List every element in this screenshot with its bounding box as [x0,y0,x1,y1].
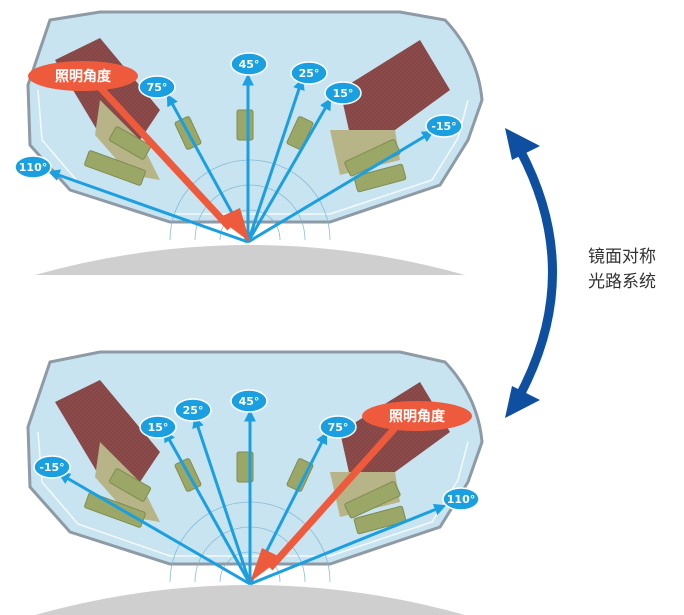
angle-badge-label: 45° [239,395,260,408]
side-label-line1: 镜面对称 [588,247,656,267]
angle-grid [169,159,331,241]
mirror-symmetry-arrow [505,128,557,418]
sample-surface [35,585,465,615]
angle-badge: 45° [230,52,268,76]
angle-badge: 25° [174,398,212,422]
sample-surface [35,245,465,275]
bottom-illum-label: 照明角度 [362,401,472,431]
angle-badge: -15° [33,455,71,479]
beam-line [192,415,252,585]
angle-badge-label: -15° [431,120,456,133]
angle-badge-label: 45° [239,58,260,71]
angle-badge-label: 110° [447,493,475,506]
angle-badge-label: 25° [183,404,204,417]
angle-badge-label: 110° [19,161,47,174]
arrow-head-down [505,386,540,418]
angle-badge: 75° [319,415,357,439]
bottom-optics-panel: 照明角度 -15° 15° 25° 45° 75° 110° [26,350,484,615]
beam-line [249,504,447,586]
svg-text:照明角度: 照明角度 [55,68,112,85]
angle-badge: -15° [425,114,463,138]
arrow-head-up [505,128,540,160]
top-illumination-beam [92,79,250,242]
svg-text:照明角度: 照明角度 [389,408,446,425]
housing-inner-line [37,89,469,215]
angle-badge: 45° [230,389,268,413]
bottom-beams [57,409,447,586]
top-angle-badges: 110° 75° 45° 25° 15° -15° [14,52,463,179]
left-lens-block [55,380,160,482]
angle-badge-label: 15° [148,421,169,434]
angle-badge-label: 15° [333,87,354,100]
angle-badge: 15° [139,415,177,439]
top-optics-panel: 照明角度 110° 75° 45° 25° 15° -15° [14,10,484,275]
beam-line [47,169,249,244]
angle-badge-label: 75° [147,81,168,94]
beam-line [246,97,332,243]
beam-line [57,472,251,586]
bottom-angle-badges: -15° 15° 25° 45° 75° 110° [33,389,480,511]
angle-badge: 75° [138,75,176,99]
angle-badge-label: 75° [328,421,349,434]
right-lens-block [340,40,450,135]
side-label-line2: 光路系统 [588,272,656,292]
beam-line [247,130,435,244]
angle-badge: 15° [324,81,362,105]
angle-badge: 110° [442,487,480,511]
top-illum-label: 照明角度 [28,61,138,91]
beam-line [163,429,252,585]
angle-badge: 25° [290,61,328,85]
bottom-illumination-beam [250,425,398,582]
angle-badge-label: 25° [299,67,320,80]
beam-line [246,77,305,243]
angle-badge: 110° [14,155,52,179]
angle-badge-label: -15° [39,461,64,474]
